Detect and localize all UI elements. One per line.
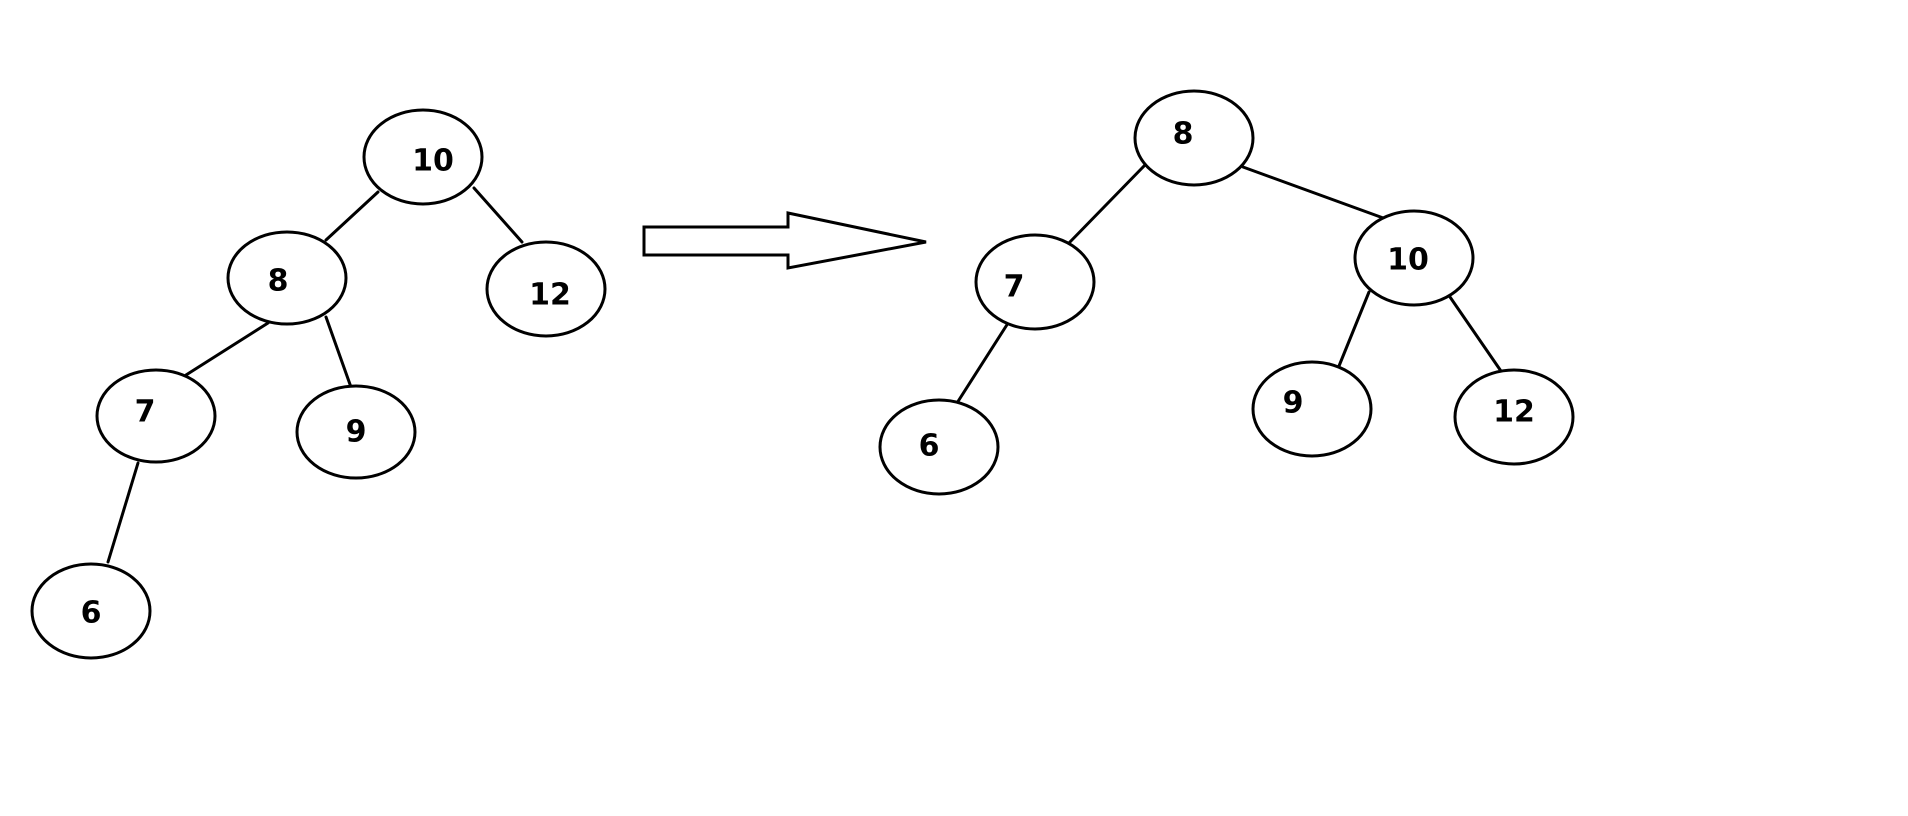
after-node-8-label: 8 [1173, 117, 1194, 152]
before-edges [106, 186, 524, 564]
before-node-8: 8 [226, 230, 348, 326]
after-node-7: 7 [974, 233, 1096, 331]
before-node-7-label: 7 [135, 395, 156, 430]
after-edge-10-9 [1337, 290, 1371, 368]
before-tree: 10 8 12 7 9 6 [30, 108, 607, 660]
before-edge-7-6 [106, 461, 140, 564]
before-node-10-label: 10 [412, 144, 454, 179]
after-node-12-label: 12 [1493, 395, 1535, 430]
before-node-9-label: 9 [346, 415, 367, 450]
after-node-7-label: 7 [1004, 270, 1025, 305]
before-edge-10-12 [472, 186, 524, 244]
before-node-9: 9 [295, 384, 417, 480]
after-node-6: 6 [878, 398, 1000, 496]
before-edge-8-9 [324, 315, 354, 392]
after-node-9-label: 9 [1283, 386, 1304, 421]
before-edge-8-7 [184, 321, 270, 377]
after-node-6-label: 6 [919, 429, 940, 464]
right-arrow-icon [642, 211, 927, 270]
before-edge-10-8 [324, 190, 380, 242]
before-node-6-label: 6 [81, 596, 102, 631]
after-tree: 8 7 10 6 9 12 [878, 89, 1575, 496]
after-node-10: 10 [1353, 209, 1475, 307]
after-edge-8-10 [1241, 165, 1388, 221]
before-node-8-label: 8 [268, 264, 289, 299]
before-node-12: 12 [485, 240, 607, 338]
after-edge-8-7 [1066, 163, 1147, 246]
after-node-8: 8 [1133, 89, 1255, 187]
after-edge-10-12 [1448, 295, 1505, 376]
after-edges [955, 163, 1505, 405]
after-edge-7-6 [955, 318, 1012, 405]
after-node-9: 9 [1251, 360, 1373, 458]
before-node-6: 6 [30, 562, 152, 660]
before-node-7: 7 [95, 368, 217, 464]
after-node-10-label: 10 [1387, 243, 1429, 278]
before-node-12-label: 12 [529, 278, 571, 313]
after-node-12: 12 [1453, 368, 1575, 466]
before-node-10: 10 [362, 108, 484, 206]
